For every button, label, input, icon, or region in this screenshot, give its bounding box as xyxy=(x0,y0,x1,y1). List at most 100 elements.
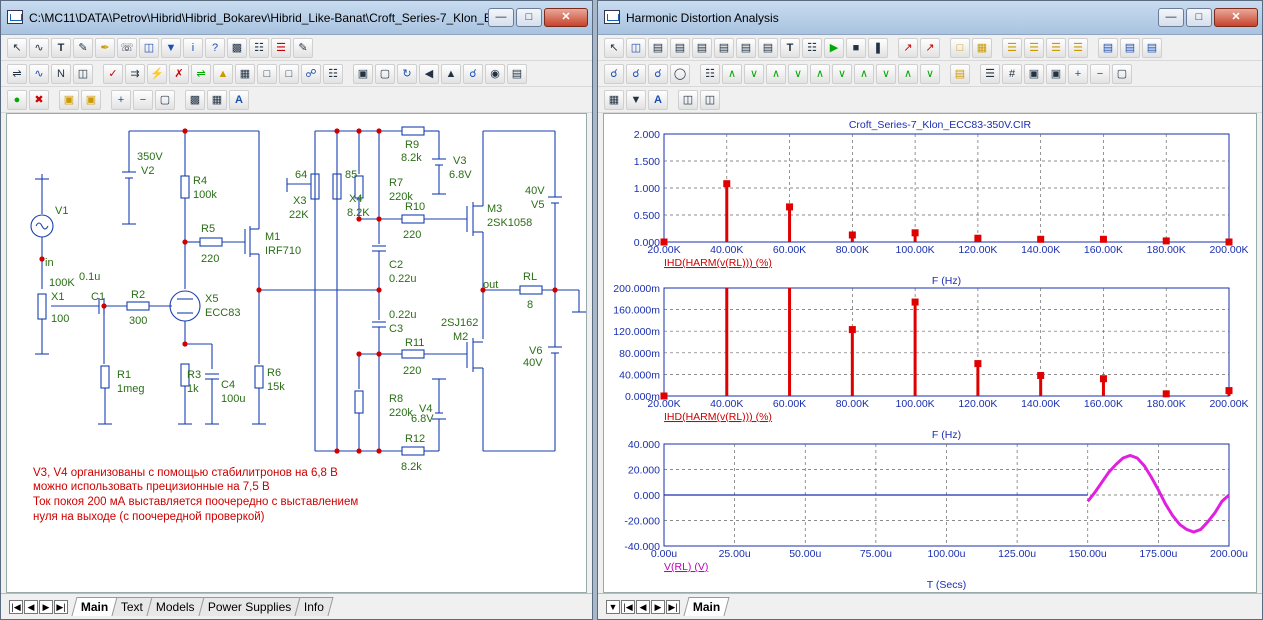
zoom-out-icon[interactable]: − xyxy=(133,89,153,110)
group-icon[interactable]: ▣ xyxy=(59,89,79,110)
schematic-window[interactable]: C:\MC11\DATA\Petrov\Hibrid\Hibrid_Bokare… xyxy=(0,0,593,620)
schematic-titlebar[interactable]: C:\MC11\DATA\Petrov\Hibrid\Hibrid_Bokare… xyxy=(1,1,592,35)
peak-icon-10[interactable]: ∨ xyxy=(920,63,940,84)
layout-icon-3[interactable]: ☰ xyxy=(1002,37,1022,58)
peak-icon-4[interactable]: ∨ xyxy=(788,63,808,84)
plot-area[interactable]: Croft_Series-7_Klon_ECC83-350V.CIR 0.000… xyxy=(603,113,1257,593)
page-icon[interactable]: □ xyxy=(257,63,277,84)
peak-icon-9[interactable]: ∧ xyxy=(898,63,918,84)
link-icon[interactable]: ☍ xyxy=(301,63,321,84)
run-icon[interactable]: ● xyxy=(7,89,27,110)
rotate-icon[interactable]: ↻ xyxy=(397,63,417,84)
cross-icon[interactable]: ✗ xyxy=(169,63,189,84)
analysis-titlebar[interactable]: Harmonic Distortion Analysis — □ ✕ xyxy=(598,1,1262,35)
scale-icon[interactable]: ◫ xyxy=(626,37,646,58)
analysis-minimize-button[interactable]: — xyxy=(1158,8,1184,27)
analysis-maximize-button[interactable]: □ xyxy=(1186,8,1212,27)
palette-icon[interactable]: ▦ xyxy=(207,89,227,110)
peak-icon-8[interactable]: ∨ xyxy=(876,63,896,84)
analysis-first-tab-button[interactable]: |◀ xyxy=(621,599,635,614)
list-icon[interactable]: ☰ xyxy=(271,37,291,58)
chip-icon[interactable]: ▩ xyxy=(227,37,247,58)
help-icon[interactable]: i xyxy=(183,37,203,58)
color-icon[interactable]: ▩ xyxy=(185,89,205,110)
maximize-button[interactable]: □ xyxy=(516,8,542,27)
fit-icon[interactable]: ▣ xyxy=(1024,63,1044,84)
zoom-box-plot-icon[interactable]: ▢ xyxy=(1112,63,1132,84)
layout-icon-6[interactable]: ☰ xyxy=(1068,37,1088,58)
find-icon[interactable]: ☷ xyxy=(249,37,269,58)
label-tool-icon[interactable]: ▤ xyxy=(950,63,970,84)
tab-main[interactable]: Main xyxy=(71,597,118,616)
mode-icon[interactable]: ☷ xyxy=(700,63,720,84)
next-tab-button[interactable]: ▶ xyxy=(39,599,53,614)
peak-icon-6[interactable]: ∨ xyxy=(832,63,852,84)
page2-icon[interactable]: □ xyxy=(279,63,299,84)
layout-icon-4[interactable]: ☰ xyxy=(1024,37,1044,58)
box-icon[interactable]: ▢ xyxy=(375,63,395,84)
pencil-icon[interactable]: ✎ xyxy=(73,37,93,58)
minimize-button[interactable]: — xyxy=(488,8,514,27)
layout-icon-2[interactable]: ▦ xyxy=(972,37,992,58)
analysis-prev-tab-button[interactable]: ◀ xyxy=(636,599,650,614)
stop-analysis-icon[interactable]: ■ xyxy=(846,37,866,58)
info-icon[interactable]: ☏ xyxy=(117,37,137,58)
pins-icon[interactable]: ⇉ xyxy=(125,63,145,84)
text-tool-icon[interactable]: T xyxy=(780,37,800,58)
schematic-canvas[interactable]: V1 in 100K X1 100 0.1u C1 R2 300 R1 1meg… xyxy=(6,113,587,593)
tab-info[interactable]: Info xyxy=(294,597,334,616)
plot-icon-5[interactable]: ▤ xyxy=(736,37,756,58)
layout-icon-5[interactable]: ☰ xyxy=(1046,37,1066,58)
run-analysis-icon[interactable]: ▶ xyxy=(824,37,844,58)
plot-icon-2[interactable]: ▤ xyxy=(670,37,690,58)
peak-icon-2[interactable]: ∨ xyxy=(744,63,764,84)
analysis-first-button[interactable]: ▼ xyxy=(606,599,620,614)
copy-plot-icon[interactable]: ◫ xyxy=(678,89,698,110)
grid-style-icon[interactable]: ▦ xyxy=(604,89,624,110)
pin-icon[interactable]: ◫ xyxy=(73,63,93,84)
close-button[interactable]: ✕ xyxy=(544,8,588,27)
stop-icon[interactable]: ✖ xyxy=(29,89,49,110)
cursor-icon-1[interactable]: ↗ xyxy=(898,37,918,58)
analysis-window[interactable]: Harmonic Distortion Analysis — □ ✕ ↖ ◫ ▤… xyxy=(597,0,1263,620)
bus-icon[interactable]: ⇌ xyxy=(191,63,211,84)
zoom-x-icon[interactable]: ☌ xyxy=(626,63,646,84)
plot-icon-1[interactable]: ▤ xyxy=(648,37,668,58)
mirror-icon[interactable]: ◀ xyxy=(419,63,439,84)
select-icon[interactable]: ↖ xyxy=(604,37,624,58)
tab-power-supplies[interactable]: Power Supplies xyxy=(198,597,301,616)
fit-x-icon[interactable]: ▣ xyxy=(1046,63,1066,84)
zoom-fit-icon[interactable]: ▢ xyxy=(155,89,175,110)
flip-icon[interactable]: ▲ xyxy=(441,63,461,84)
check-icon[interactable]: ✓ xyxy=(103,63,123,84)
analysis-tab-main[interactable]: Main xyxy=(683,597,730,616)
last-tab-button[interactable]: ▶| xyxy=(54,599,68,614)
layout-icon-8[interactable]: ▤ xyxy=(1120,37,1140,58)
plot-icon-4[interactable]: ▤ xyxy=(714,37,734,58)
peak-icon-7[interactable]: ∧ xyxy=(854,63,874,84)
properties-tool-icon[interactable]: ☷ xyxy=(802,37,822,58)
zoom-y-icon[interactable]: ☌ xyxy=(648,63,668,84)
numeric-icon[interactable]: ☰ xyxy=(980,63,1000,84)
select-box-icon[interactable]: ▣ xyxy=(353,63,373,84)
analysis-close-button[interactable]: ✕ xyxy=(1214,8,1258,27)
zoom-reset-icon[interactable]: ◯ xyxy=(670,63,690,84)
help-circle-icon[interactable]: ? xyxy=(205,37,225,58)
count-icon[interactable]: # xyxy=(1002,63,1022,84)
plot-icon-6[interactable]: ▤ xyxy=(758,37,778,58)
component-mode-icon[interactable]: ⇌ xyxy=(7,63,27,84)
peak-icon-3[interactable]: ∧ xyxy=(766,63,786,84)
probe-icon[interactable]: ▼ xyxy=(161,37,181,58)
first-tab-button[interactable]: |◀ xyxy=(9,599,23,614)
copy-icon[interactable]: ◫ xyxy=(139,37,159,58)
wire-icon[interactable]: ∿ xyxy=(29,37,49,58)
peak-icon-1[interactable]: ∧ xyxy=(722,63,742,84)
grid-icon[interactable]: ▦ xyxy=(235,63,255,84)
node-numbers-icon[interactable]: N xyxy=(51,63,71,84)
binoculars-icon[interactable]: ◉ xyxy=(485,63,505,84)
layout-icon-7[interactable]: ▤ xyxy=(1098,37,1118,58)
brush-icon[interactable]: ✒ xyxy=(95,37,115,58)
cursor-icon-2[interactable]: ↗ xyxy=(920,37,940,58)
properties-icon[interactable]: ☷ xyxy=(323,63,343,84)
page-setup-icon[interactable]: ▤ xyxy=(507,63,527,84)
